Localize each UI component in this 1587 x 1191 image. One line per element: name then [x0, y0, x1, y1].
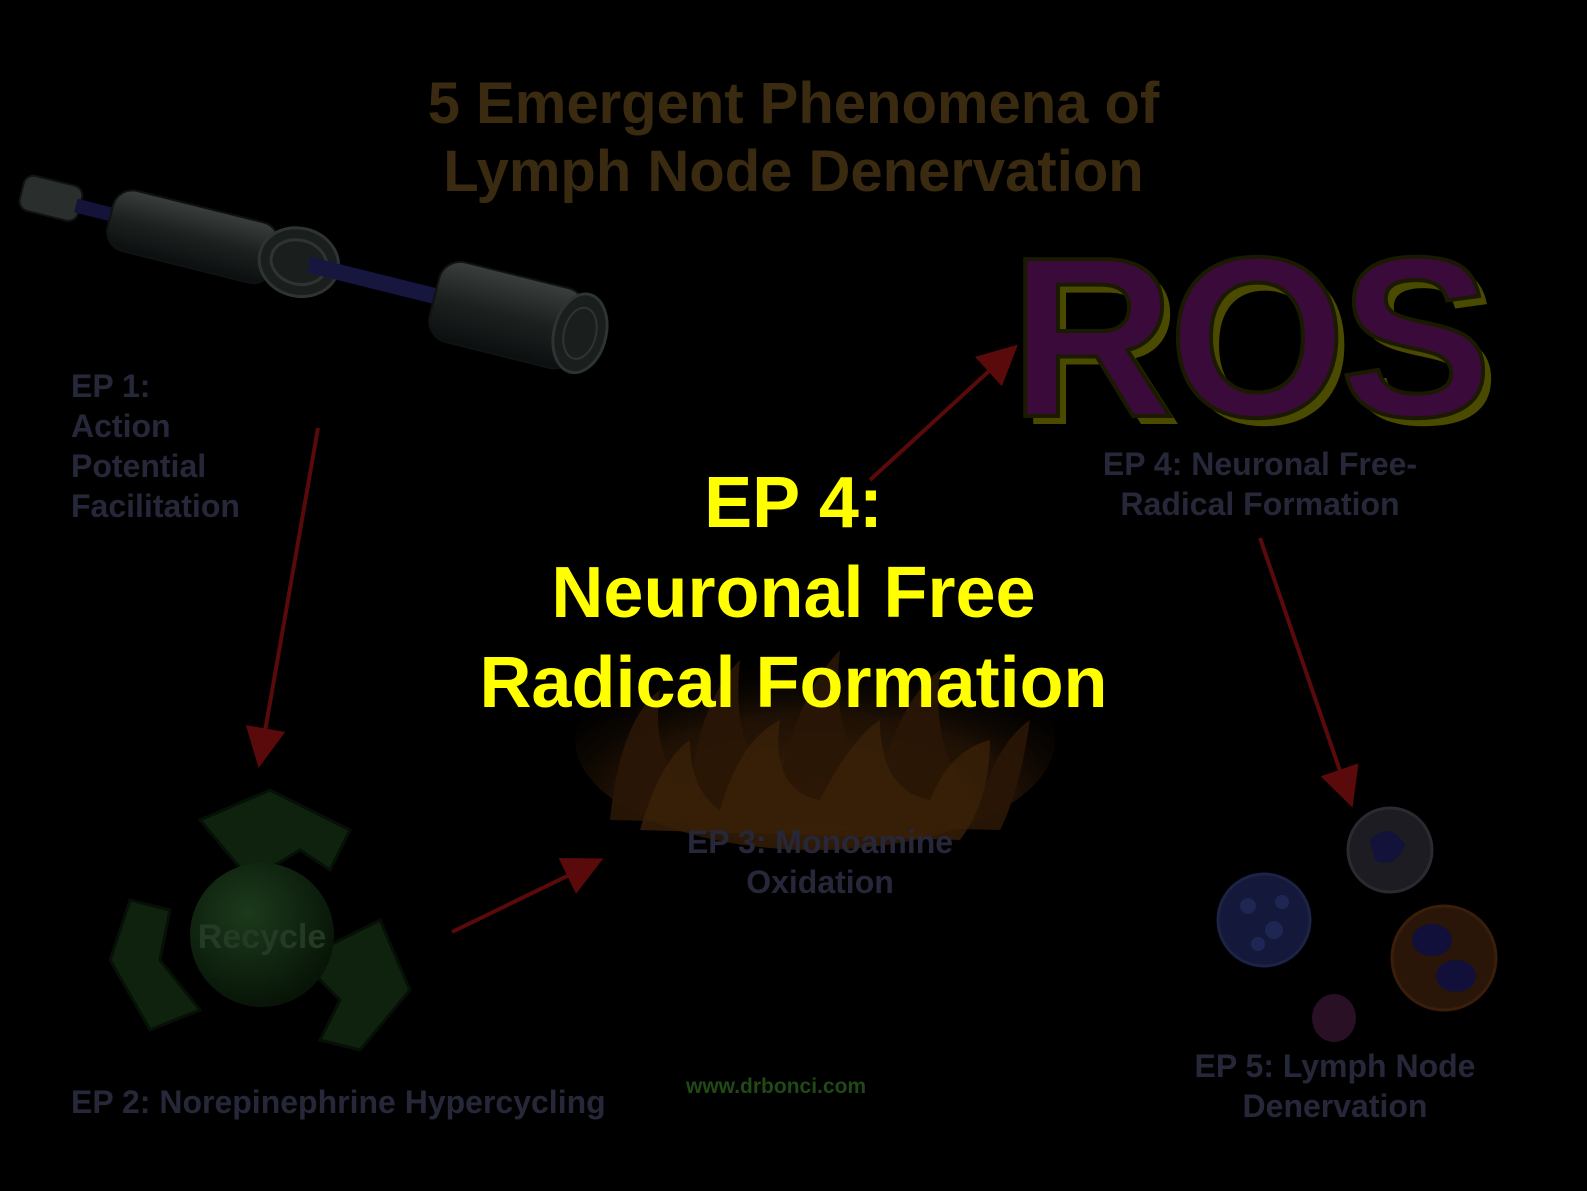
ep5-line-1: EP 5: Lymph Node [1194, 1048, 1476, 1084]
ep1-line-4: Facilitation [71, 488, 240, 524]
title-line-2: Lymph Node Denervation [443, 139, 1144, 204]
arrow-ep3-to-ep4 [868, 344, 1018, 482]
ep4-label: EP 4: Neuronal Free- Radical Formation [1050, 444, 1470, 524]
fire-icon [575, 630, 1055, 850]
ros-shadow-text: ROS [1018, 219, 1494, 473]
ros-logo: ROS ROS [1008, 209, 1500, 473]
ep2-label: EP 2: Norepinephrine Hypercycling [71, 1084, 606, 1120]
title-line-1: 5 Emergent Phenomena of [427, 71, 1160, 136]
ep3-line-1: EP 3: Monoamine [686, 824, 954, 860]
highlight-line-2: Neuronal Free [551, 553, 1036, 633]
ep1-line-3: Potential [71, 448, 207, 484]
highlight-line-1: EP 4: [704, 463, 883, 543]
highlight-overlay: EP 4: Neuronal Free Radical Formation [0, 458, 1587, 728]
ep1-line-1: EP 1: [71, 368, 151, 404]
ep4-line-2: Radical Formation [1120, 486, 1400, 522]
neuron-axon-icon [18, 174, 609, 375]
recycle-icon: Recycle [108, 788, 412, 1052]
watermark: www.drbonci.com [686, 1075, 867, 1098]
ep3-label: EP 3: Monoamine Oxidation [640, 822, 1000, 902]
arrow-ep2-to-ep3 [451, 858, 604, 934]
ep5-label: EP 5: Lymph Node Denervation [1150, 1046, 1520, 1126]
recycle-label: Recycle [198, 918, 327, 956]
ep5-line-2: Denervation [1242, 1088, 1428, 1124]
ep1-label: EP 1: Action Potential Facilitation [71, 366, 240, 526]
ep3-line-2: Oxidation [746, 864, 894, 900]
ep4-line-1: EP 4: Neuronal Free- [1102, 446, 1418, 482]
arrow-ep1-to-ep2 [245, 427, 320, 768]
ros-main-text: ROS [1010, 211, 1486, 465]
blood-cells-icon [1216, 806, 1498, 1042]
ep1-line-2: Action [71, 408, 171, 444]
arrow-ep4-to-ep5 [1258, 537, 1359, 808]
highlight-line-3: Radical Formation [479, 643, 1108, 723]
slide-title: 5 Emergent Phenomena of Lymph Node Dener… [0, 70, 1587, 206]
